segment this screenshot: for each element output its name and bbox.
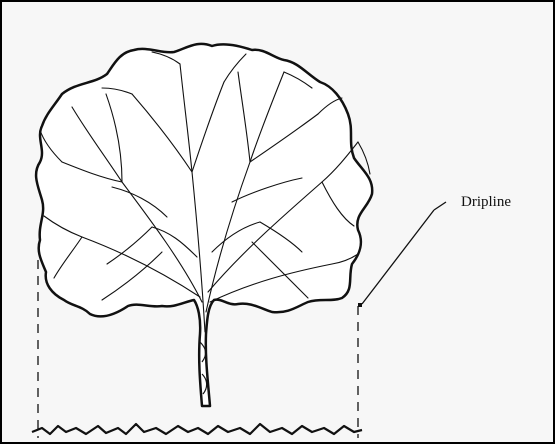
callout-dot xyxy=(358,303,362,307)
callout-leader xyxy=(362,210,434,304)
dripline-label: Dripline xyxy=(461,194,511,211)
ground-line xyxy=(32,424,362,434)
callout-tick xyxy=(434,202,446,210)
tree-canopy xyxy=(36,44,372,406)
